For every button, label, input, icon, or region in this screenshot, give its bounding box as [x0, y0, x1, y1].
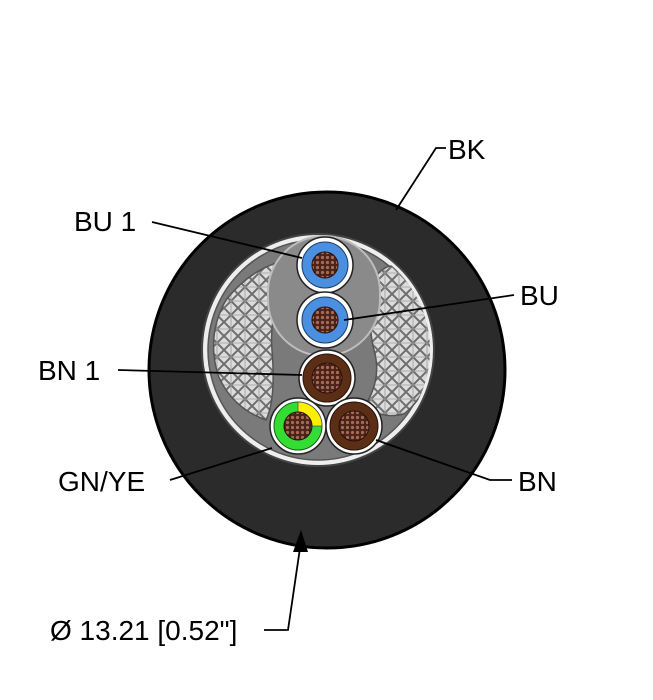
leader-line-gnye [169, 447, 273, 481]
conductor-brown-1 [298, 349, 356, 407]
leader-line-bu1 [151, 221, 303, 259]
leader-line-bn [375, 439, 512, 481]
conductor-brown-2 [325, 397, 383, 455]
leader-line-bk [395, 147, 446, 211]
label-bu-1: BU 1 [74, 206, 136, 237]
leader-line-bn1 [117, 369, 303, 376]
label-bk: BK [448, 134, 486, 165]
leader-line-diameter [264, 547, 301, 631]
label-gn-ye: GN/YE [58, 466, 145, 497]
leader-line-bu [343, 294, 515, 321]
diameter-arrow-head [293, 530, 308, 552]
label-bu: BU [520, 280, 559, 311]
conductor-blue-1 [296, 236, 354, 294]
conductor-green-yellow [269, 397, 327, 455]
conductor-blue-2 [296, 291, 354, 349]
label-bn: BN [518, 466, 557, 497]
label-diameter: Ø 13.21 [0.52"] [50, 615, 237, 646]
label-bn-1: BN 1 [38, 355, 100, 386]
